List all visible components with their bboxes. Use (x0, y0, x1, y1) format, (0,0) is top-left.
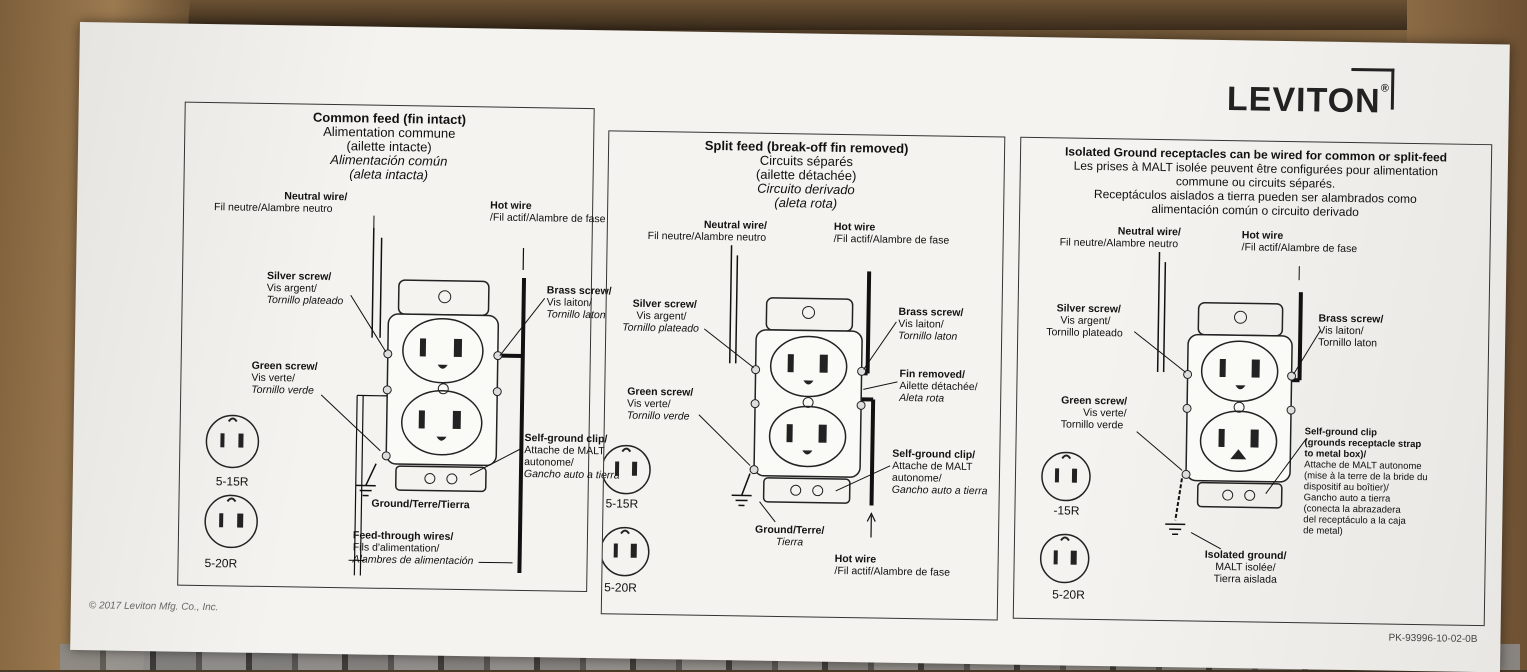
panel-isolated-ground: Isolated Ground receptacles can be wired… (1013, 137, 1493, 626)
panel-split-feed: Split feed (break-off fin removed) Circu… (601, 130, 1006, 620)
instruction-card: LEVITON® Common feed (fin intact) Alimen… (70, 22, 1510, 672)
copyright-text: © 2017 Leviton Mfg. Co., Inc. (89, 600, 219, 613)
leviton-logo: LEVITON® (1227, 80, 1390, 122)
common-feed-diagram (178, 103, 594, 591)
panel-common-feed: Common feed (fin intact) Alimentation co… (177, 102, 595, 592)
split-feed-diagram (602, 131, 1005, 619)
isolated-ground-diagram (1014, 138, 1491, 625)
part-number: PK-93996-10-02-0B (1388, 633, 1477, 645)
